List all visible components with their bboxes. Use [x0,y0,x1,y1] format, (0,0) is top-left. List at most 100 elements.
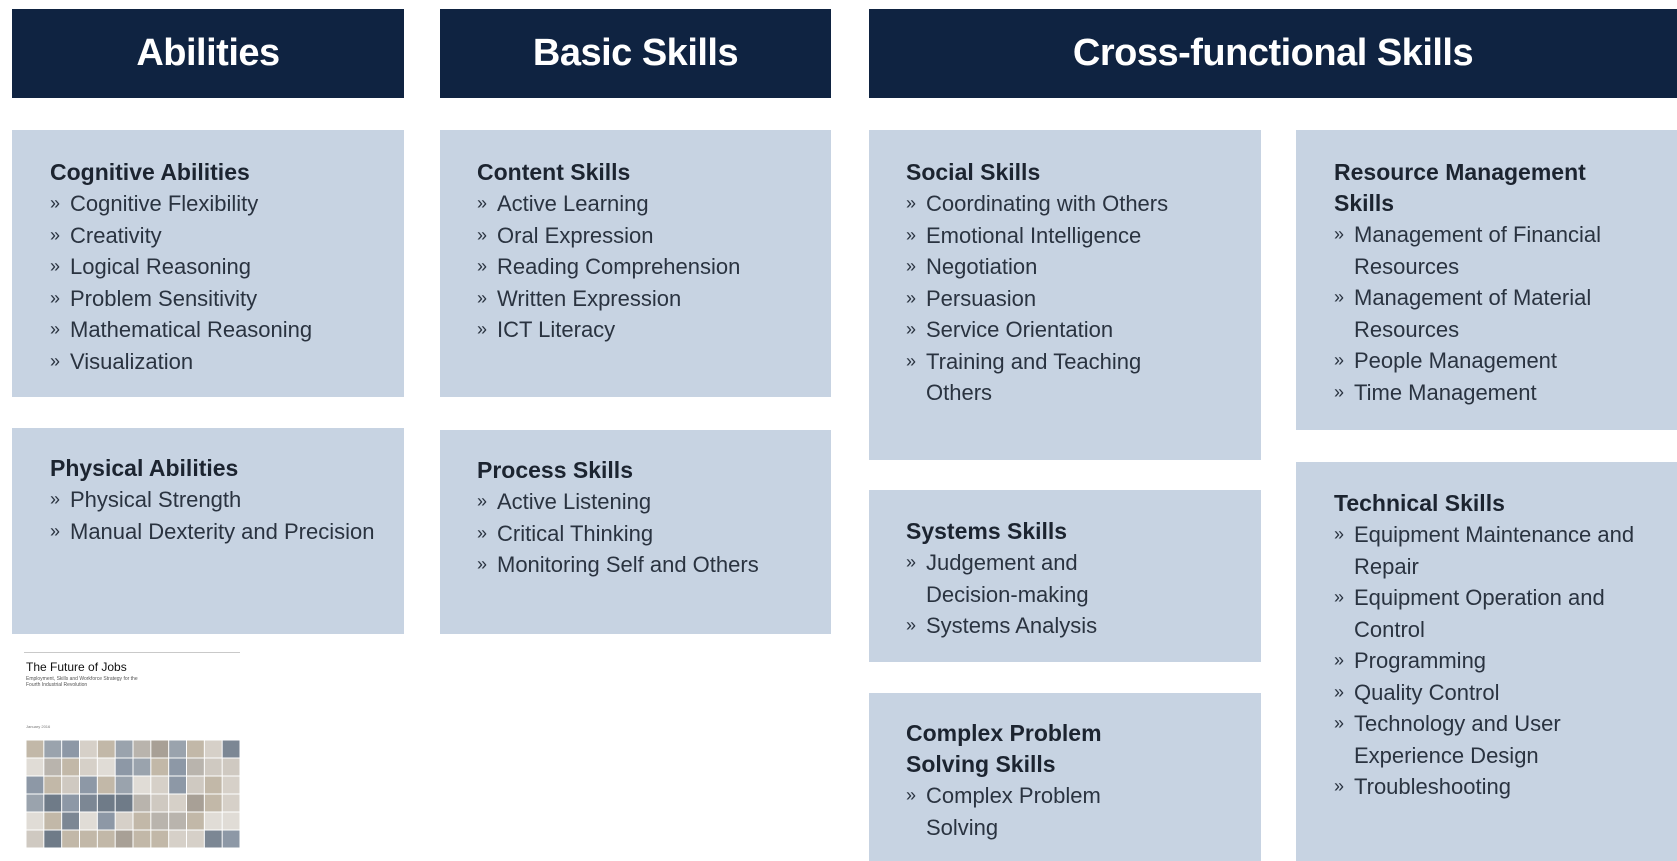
collage-tile [80,812,97,830]
list-item: Active Listening [477,486,811,518]
collage-tile [115,776,133,794]
collage-tile [26,830,44,848]
collage-tile [44,830,62,848]
collage-tile [169,830,186,848]
collage-tile [26,740,44,758]
item-list: Complex Problem Solving [906,780,1121,843]
collage-tile [44,758,62,776]
box-complex-problem-solving-skills: Complex Problem Solving Skills Complex P… [869,693,1261,861]
collage-tile [44,794,62,812]
list-item: Problem Sensitivity [50,283,384,315]
collage-tile [62,830,79,848]
collage-tile [151,776,169,794]
box-social-skills: Social Skills Coordinating with OthersEm… [869,130,1261,460]
collage-tile [222,758,240,776]
collage-tile [222,740,240,758]
collage-tile [187,758,204,776]
collage-tile [97,794,115,812]
list-item: ICT Literacy [477,314,811,346]
box-title: Technical Skills [1334,490,1505,516]
collage-tile [44,740,62,758]
list-item: Logical Reasoning [50,251,384,283]
list-item: Negotiation [906,251,1201,283]
collage-tile [222,794,240,812]
list-item: Systems Analysis [906,610,1171,642]
collage-tile [97,776,115,794]
header-basic-skills: Basic Skills [440,9,831,98]
list-item: Judgement and Decision-making [906,547,1171,610]
collage-tile [133,740,151,758]
collage-tile [26,812,44,830]
collage-tile [26,758,44,776]
collage-tile [222,830,240,848]
collage-tile [97,758,115,776]
collage-tile [151,812,169,830]
list-item: Management of Financial Resources [1334,219,1649,282]
collage-tile [62,776,79,794]
collage-tile [44,776,62,794]
collage-tile [97,740,115,758]
box-process-skills: Process Skills Active ListeningCritical … [440,430,831,634]
list-item: Physical Strength [50,484,384,516]
list-item: Equipment Operation and Control [1334,582,1657,645]
box-systems-skills: Systems Skills Judgement and Decision-ma… [869,490,1261,662]
box-title: Social Skills [906,159,1041,185]
report-title: The Future of Jobs [26,660,127,674]
item-list: Judgement and Decision-makingSystems Ana… [906,547,1171,642]
collage-tile [187,740,204,758]
collage-tile [80,794,97,812]
list-item: Creativity [50,220,384,252]
collage-tile [204,776,222,794]
collage-tile [151,758,169,776]
collage-tile [62,758,79,776]
collage-tile [151,830,169,848]
list-item: Management of Material Resources [1334,282,1649,345]
collage-tile [97,812,115,830]
list-item: Coordinating with Others [906,188,1201,220]
collage-tile [187,830,204,848]
item-list: Active ListeningCritical ThinkingMonitor… [477,486,811,581]
collage-tile [222,776,240,794]
collage-tile [80,740,97,758]
list-item: Equipment Maintenance and Repair [1334,519,1657,582]
report-date: January 2016 [26,724,51,729]
list-item: Manual Dexterity and Precision [50,516,384,548]
box-cognitive-abilities: Cognitive Abilities Cognitive Flexibilit… [12,130,404,397]
collage-tile [169,776,186,794]
collage-tile [204,740,222,758]
list-item: Technology and User Experience Design [1334,708,1657,771]
list-item: Active Learning [477,188,811,220]
collage-tile [151,740,169,758]
report-subtitle: Employment, Skills and Workforce Strateg… [26,676,138,688]
box-technical-skills: Technical Skills Equipment Maintenance a… [1296,462,1677,861]
list-item: Critical Thinking [477,518,811,550]
box-title: Systems Skills [906,518,1068,544]
item-list: Equipment Maintenance and RepairEquipmen… [1334,519,1657,803]
collage-tile [133,776,151,794]
collage-tile [97,830,115,848]
list-item: Mathematical Reasoning [50,314,384,346]
list-item: Cognitive Flexibility [50,188,384,220]
collage-tile [80,776,97,794]
collage-tile [133,794,151,812]
collage-tile [169,740,186,758]
collage-tile [62,794,79,812]
collage-tile [115,830,133,848]
box-title: Resource Management Skills [1334,159,1586,216]
collage-tile [133,830,151,848]
photo-collage-image [26,740,240,848]
item-list: Coordinating with OthersEmotional Intell… [906,188,1201,409]
collage-tile [115,740,133,758]
collage-tile [187,812,204,830]
collage-tile [169,812,186,830]
list-item: Service Orientation [906,314,1201,346]
collage-tile [44,812,62,830]
collage-tile [133,812,151,830]
collage-tile [169,758,186,776]
box-resource-management-skills: Resource Management Skills Management of… [1296,130,1677,430]
list-item: Written Expression [477,283,811,315]
box-title: Content Skills [477,159,631,185]
collage-tile [151,794,169,812]
collage-tile [204,794,222,812]
collage-tile [26,776,44,794]
